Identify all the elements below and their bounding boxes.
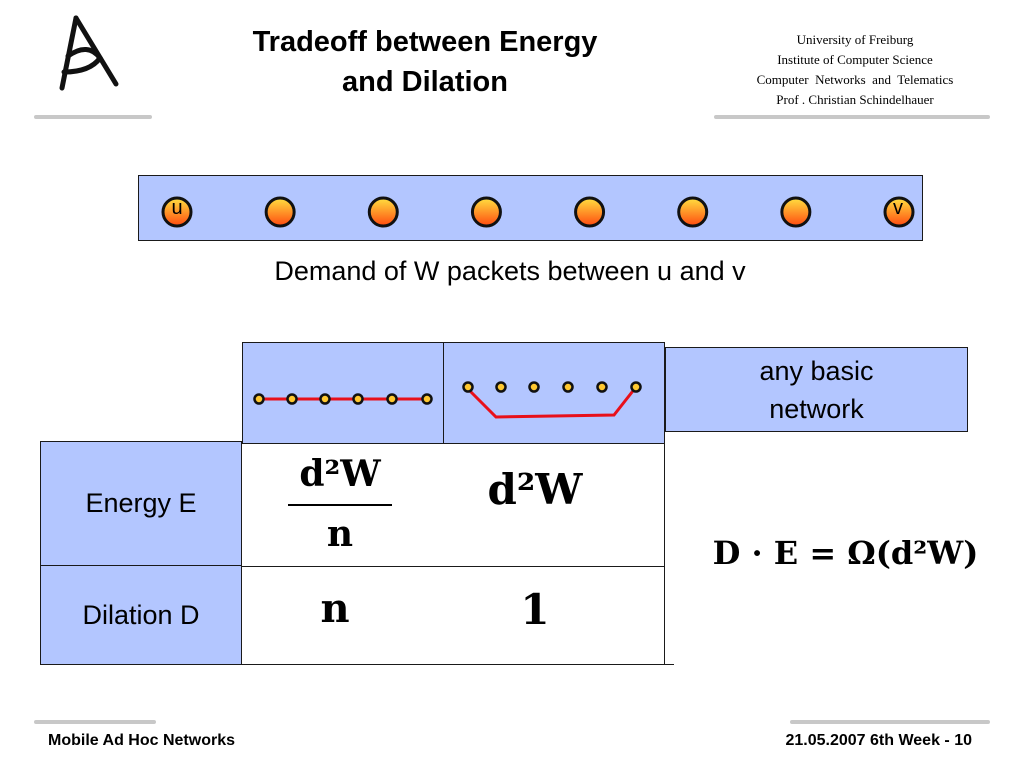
network-node (352, 393, 364, 405)
footer-rule-left (34, 720, 156, 724)
network-node (596, 381, 608, 393)
path-node (677, 196, 709, 228)
path-node (883, 196, 915, 228)
energy-fraction: d²W n (280, 452, 400, 552)
path-node (264, 196, 296, 228)
slide-title: Tradeoff between Energy and Dilation (180, 22, 670, 102)
path-diagram (161, 196, 915, 228)
line-network-diagram (253, 393, 433, 405)
title-line-2: and Dilation (342, 66, 508, 98)
freiburg-logo-icon (59, 15, 119, 91)
network-node (528, 381, 540, 393)
any-basic-network-cell: any basic network (665, 347, 968, 432)
path-diagram-box: u v (138, 175, 923, 241)
path-node (780, 196, 812, 228)
row-label-dilation: Dilation D (40, 565, 242, 665)
network-node (253, 393, 265, 405)
footer-rule-right (790, 720, 990, 724)
institution-line-3: Computer Networks and Telematics (756, 72, 954, 87)
energy-value-col2: d²W (487, 465, 583, 514)
node-label-v: v (893, 197, 903, 219)
line-network-cell (242, 342, 445, 444)
title-line-1: Tradeoff between Energy (252, 26, 598, 58)
path-node (574, 196, 606, 228)
footer-date-page: 21.05.2007 6th Week - 10 (785, 732, 973, 749)
network-node (495, 381, 507, 393)
header-rule-left (34, 115, 152, 119)
institution-line-1: University of Freiburg (796, 32, 914, 47)
network-node (421, 393, 433, 405)
node-label-u: u (171, 197, 183, 219)
network-edge (466, 386, 638, 419)
demand-caption: Demand of W packets between u and v (274, 256, 746, 286)
table-line-right (664, 443, 665, 665)
table-line-mid (242, 566, 665, 567)
any-basic-network-line-2: network (769, 393, 864, 424)
bent-network-cell (443, 342, 665, 444)
footer-course: Mobile Ad Hoc Networks (48, 732, 235, 749)
path-node (470, 196, 502, 228)
table-line-top (242, 443, 665, 444)
institution-line-4: Prof . Christian Schindelhauer (776, 92, 934, 107)
institution-block: University of Freiburg Institute of Comp… (700, 30, 1010, 110)
header-rule-right (714, 115, 990, 119)
dilation-label-text: Dilation D (82, 599, 200, 630)
network-node (462, 381, 474, 393)
path-node (161, 196, 193, 228)
energy-label-text: Energy E (85, 488, 197, 518)
energy-fraction-numerator: d²W (299, 453, 381, 495)
network-node (630, 381, 642, 393)
tradeoff-formula: D · E = Ω(d²W) (712, 534, 979, 572)
network-node (319, 393, 331, 405)
fraction-bar (288, 504, 392, 506)
row-label-energy: Energy E (40, 441, 242, 566)
bent-network-diagram (462, 381, 642, 419)
table-line-bottom (242, 664, 674, 665)
energy-fraction-denominator: n (326, 513, 354, 555)
institution-line-2: Institute of Computer Science (777, 52, 933, 67)
network-node (386, 393, 398, 405)
network-node (562, 381, 574, 393)
network-node (286, 393, 298, 405)
dilation-value-col1: n (320, 585, 350, 632)
dilation-value-col2: 1 (520, 585, 550, 634)
any-basic-network-line-1: any basic (759, 355, 874, 386)
path-node (367, 196, 399, 228)
